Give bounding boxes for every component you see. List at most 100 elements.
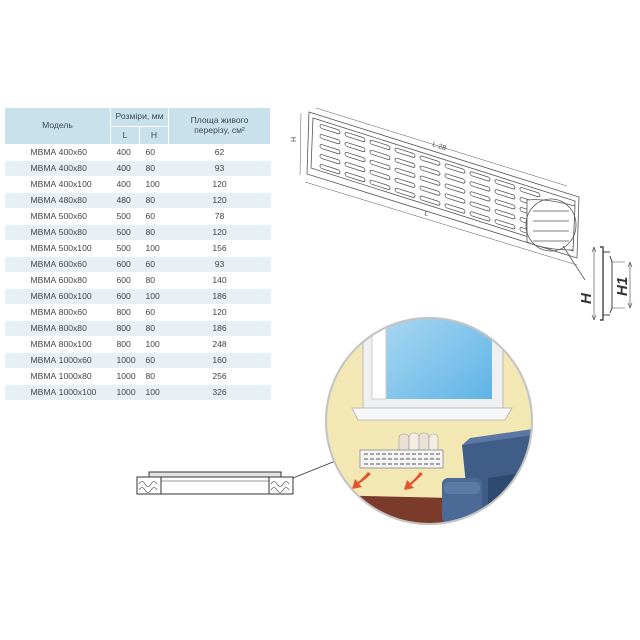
cell-model: МВМА 1000х100: [4, 384, 111, 401]
cell-area: 78: [168, 208, 271, 225]
cell-h: 100: [139, 240, 169, 257]
grille-slot: [519, 187, 541, 198]
header-area-line1: Площа живого: [190, 115, 249, 126]
grille-slot: [444, 173, 466, 184]
cell-l: 600: [110, 256, 140, 273]
cell-area: 256: [168, 368, 271, 385]
grille-slot: [394, 157, 416, 168]
cell-area: 93: [168, 256, 271, 273]
grille-slot: [369, 139, 391, 150]
wall-grille: [359, 449, 444, 469]
cell-model: МВМА 800х100: [4, 336, 111, 353]
header-h: H: [139, 126, 169, 145]
cell-h: 80: [139, 272, 169, 289]
dim-line-h: [299, 112, 302, 176]
grille-slot: [494, 199, 516, 210]
cutaway-slots: [533, 210, 569, 242]
wall-cross-section: [136, 459, 339, 495]
label-h-small: H: [291, 137, 298, 142]
cell-l: 600: [110, 272, 140, 289]
grille-slot: [319, 134, 341, 145]
cell-model: МВМА 1000х80: [4, 368, 111, 385]
window-sill: [351, 407, 513, 421]
grille-slot: [444, 193, 466, 204]
cell-l: 800: [110, 336, 140, 353]
room-illustration: [325, 317, 533, 525]
grille-slot: [419, 155, 441, 166]
label-h: H: [578, 292, 595, 304]
cell-model: МВМА 800х80: [4, 320, 111, 337]
grille-slot: [394, 177, 416, 188]
label-h1: H1: [614, 277, 631, 296]
cell-area: 62: [168, 144, 271, 161]
grille-slot: [344, 151, 366, 163]
label-l28: L-28: [431, 141, 447, 152]
cell-area: 120: [168, 176, 271, 193]
grille-slot: [419, 195, 441, 206]
grille-slot: [369, 149, 391, 160]
dim-line-l: [304, 181, 578, 266]
cell-model: МВМА 480х80: [4, 192, 111, 209]
grille-slot: [419, 185, 441, 196]
cell-l: 1000: [110, 384, 140, 401]
cell-area: 326: [168, 384, 271, 401]
grille-slot: [394, 147, 416, 158]
cell-h: 80: [139, 224, 169, 241]
window-glass: [386, 318, 492, 399]
cell-h: 60: [139, 352, 169, 369]
dim-line-l28: [315, 107, 568, 187]
cell-h: 100: [139, 384, 169, 401]
grille-slot: [344, 141, 366, 153]
header-model: Модель: [4, 107, 111, 145]
grille-slot: [369, 179, 391, 190]
grille-slot: [369, 169, 391, 180]
grille-inner-frame: [310, 117, 576, 252]
grille-slot: [394, 167, 416, 178]
grille-slot: [494, 209, 516, 220]
grille-slot: [444, 183, 466, 194]
grille-slot: [344, 171, 366, 183]
grille-slot: [494, 189, 516, 200]
label-l: L: [423, 210, 429, 218]
cell-model: МВМА 800х60: [4, 304, 111, 321]
cell-h: 60: [139, 256, 169, 273]
profile-section: [591, 246, 633, 321]
cell-h: 60: [139, 208, 169, 225]
grille-slot: [369, 159, 391, 170]
cell-area: 160: [168, 352, 271, 369]
cell-model: МВМА 500х100: [4, 240, 111, 257]
cell-area: 248: [168, 336, 271, 353]
grille-outline: [306, 111, 580, 259]
cell-model: МВМА 600х100: [4, 288, 111, 305]
cell-l: 500: [110, 224, 140, 241]
grille-slot: [319, 164, 341, 175]
header-area-line2: перерізу, см²: [194, 125, 245, 135]
cell-l: 1000: [110, 352, 140, 369]
cell-area: 93: [168, 160, 271, 177]
air-flow-arrows: [352, 472, 423, 490]
grille-slot: [319, 144, 341, 155]
cell-h: 60: [139, 304, 169, 321]
grille-slot: [344, 161, 366, 173]
cell-h: 100: [139, 176, 169, 193]
grille-perspective-drawing: [299, 107, 586, 281]
grille-slot: [494, 219, 516, 230]
cell-area: 120: [168, 224, 271, 241]
cell-model: МВМА 400х80: [4, 160, 111, 177]
cell-l: 600: [110, 288, 140, 305]
cell-l: 400: [110, 144, 140, 161]
detail-leader: [562, 245, 586, 281]
grille-slot: [319, 124, 341, 135]
grille-slot: [469, 201, 491, 212]
